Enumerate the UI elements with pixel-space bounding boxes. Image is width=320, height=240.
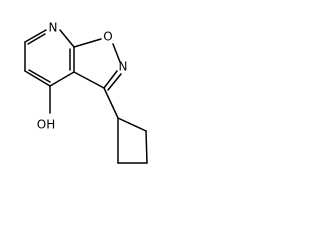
atom-label-isoxazole-o: O <box>103 30 112 44</box>
bond-n2-c3-double <box>107 73 122 91</box>
bond-c3-c3a <box>73 71 105 89</box>
bond-cyclobutyl-top <box>117 117 147 132</box>
atom-label-pyridine-n: N <box>49 21 58 35</box>
bond-c6-c6-double <box>27 33 46 45</box>
bond-n7-c7a <box>59 29 75 48</box>
molecule-structure: N O N OH <box>24 21 148 164</box>
bond-c5-c4-double <box>28 69 51 83</box>
bond-c3-cyclobutyl <box>103 87 119 119</box>
bond-c5-c4 <box>24 70 51 87</box>
bond-c4-c3a <box>49 71 75 87</box>
bond-cyclobutyl-right <box>145 130 148 164</box>
bond-n2-c3 <box>103 70 118 89</box>
atom-label-isoxazole-n: N <box>119 60 128 74</box>
bond-c7a-o1 <box>73 38 102 48</box>
bond-n7-c6 <box>24 29 47 43</box>
bond-o1-n2 <box>112 43 121 63</box>
atom-label-hydroxyl: OH <box>37 118 55 132</box>
